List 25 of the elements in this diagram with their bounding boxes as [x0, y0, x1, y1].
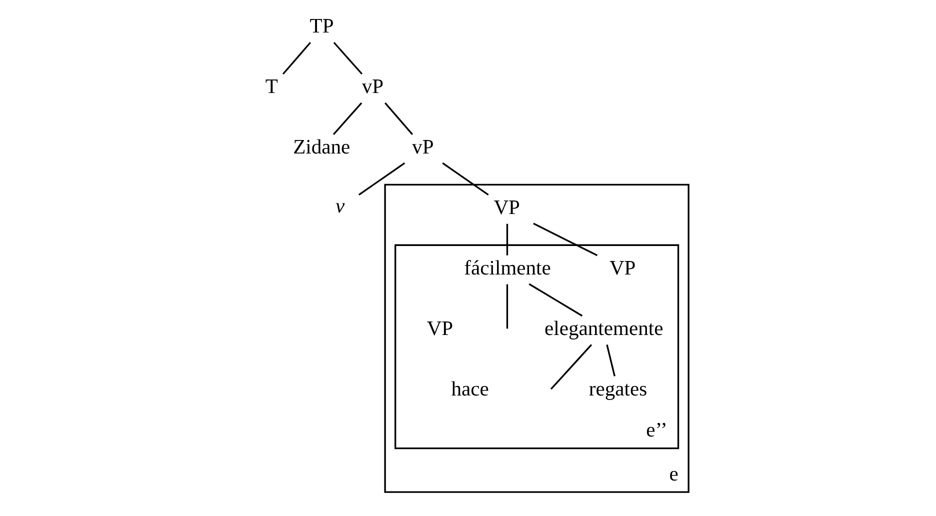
connector [528, 283, 583, 317]
node-text: elegantemente [544, 318, 664, 340]
connector [333, 42, 363, 75]
connector [533, 222, 598, 256]
connector [606, 344, 616, 376]
connector [384, 102, 414, 135]
connector [358, 162, 406, 196]
node-text: VP [494, 197, 520, 220]
node-text: vP [412, 136, 434, 159]
node-text: fácilmente [464, 257, 551, 280]
connector [442, 162, 489, 196]
node-text: regates [588, 378, 648, 400]
node-text: T [265, 76, 278, 98]
node-text: hace [451, 378, 489, 400]
node-text: vP [362, 76, 384, 98]
node-text: VP [609, 257, 636, 280]
node-text: Zidane [293, 136, 350, 159]
node-text: TP [310, 16, 334, 38]
node-text: v [336, 196, 345, 218]
connector [506, 284, 508, 329]
connector [550, 344, 592, 390]
connector [282, 42, 312, 75]
connector [506, 224, 508, 256]
node-text: VP [426, 318, 454, 340]
connector [332, 102, 362, 135]
